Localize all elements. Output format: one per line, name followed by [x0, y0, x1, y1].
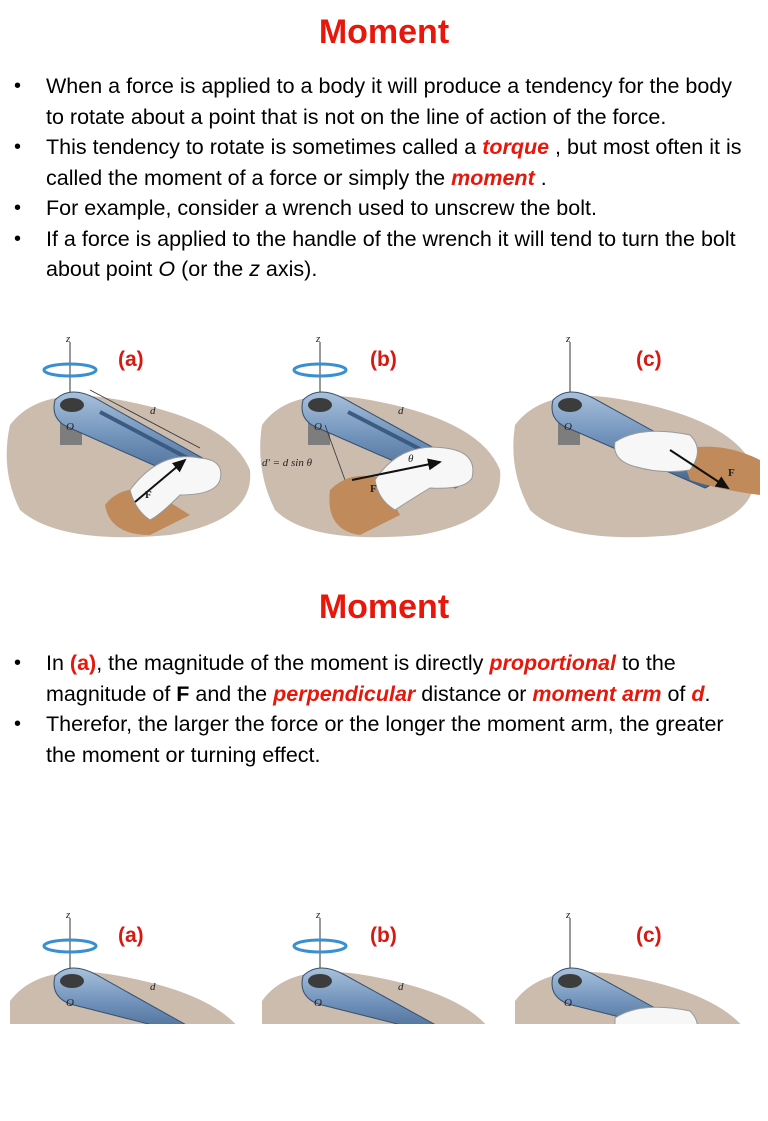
panel-label-c: (c): [636, 924, 662, 947]
bullet-text: (or the: [175, 257, 250, 281]
panel-label-a: (a): [118, 348, 144, 371]
bullet-item: If a force is applied to the handle of t…: [14, 224, 754, 285]
bullet-text: , but most often it is called the moment…: [46, 135, 742, 190]
angle-theta-label: θ: [408, 453, 414, 465]
bullet-item: When a force is applied to a body it wil…: [14, 71, 754, 132]
bullet-text: This tendency to rotate is sometimes cal…: [46, 135, 483, 159]
bullet-text: .: [534, 165, 547, 190]
term-proportional: proportional: [489, 651, 616, 675]
force-f-label: F: [728, 467, 735, 479]
bullet-item: For example, consider a wrench used to u…: [14, 193, 754, 224]
panel-c: z (c) O: [515, 909, 741, 1024]
z-label: z: [65, 333, 71, 345]
panel-label-a: (a): [118, 924, 144, 947]
panel-b: z (b) O d: [262, 909, 486, 1024]
bullet-text: In: [46, 651, 70, 675]
distance-d-label: d: [398, 405, 404, 417]
bullet-text: to the magnitude of: [46, 651, 676, 706]
wrench-figure-bottom: z (a) O d z (b) O d z (c) O: [0, 906, 768, 1121]
bullet-text: distance or: [415, 681, 533, 706]
panel-b: z (b) O d d' = d sin θ F θ: [260, 333, 501, 538]
panel-label-b: (b): [370, 924, 397, 947]
wrench-figure-top: z (a) O d F z (b) O d: [0, 330, 768, 545]
z-label: z: [315, 909, 321, 921]
z-label: z: [65, 909, 71, 921]
moment-arm-formula: d' = d sin θ: [262, 457, 313, 469]
slide-title-1: Moment: [318, 13, 450, 51]
term-moment-arm: moment arm: [532, 681, 662, 706]
bullet-text: axis).: [259, 257, 318, 281]
bullet-list-1: When a force is applied to a body it wil…: [14, 71, 754, 285]
bullet-text: When a force is applied to a body it wil…: [46, 74, 733, 129]
term-d: d: [691, 681, 705, 706]
panel-a: z (a) O d F: [6, 333, 251, 538]
bullet-text: .: [704, 681, 711, 706]
point-o: O: [158, 257, 176, 281]
term-moment: moment: [451, 165, 535, 190]
ref-a: (a): [69, 651, 97, 675]
point-o-label: O: [66, 997, 74, 1009]
term-torque: torque: [482, 135, 550, 159]
point-o-label: O: [564, 997, 572, 1009]
panel-c: z (c) O F: [513, 333, 760, 538]
z-label: z: [565, 333, 571, 345]
bullet-text: For example, consider a wrench used to u…: [46, 196, 597, 220]
slide-title-2: Moment: [318, 588, 450, 626]
bullet-text: If a force is applied to the handle of t…: [46, 226, 736, 282]
distance-d-label: d: [150, 405, 156, 417]
term-perpendicular: perpendicular: [273, 681, 416, 706]
force-f: F: [176, 681, 190, 706]
bullet-list-2: In (a), the magnitude of the moment is d…: [14, 648, 754, 770]
distance-d-label: d: [398, 981, 404, 993]
z-axis-letter: z: [249, 257, 260, 281]
bullet-text: Therefor, the larger the force or the lo…: [46, 712, 724, 767]
bullet-item: In (a), the magnitude of the moment is d…: [14, 648, 754, 709]
point-o-label: O: [564, 421, 572, 433]
bullet-text: and the: [189, 681, 274, 706]
z-label: z: [315, 333, 321, 345]
z-label: z: [565, 909, 571, 921]
bullet-item: Therefor, the larger the force or the lo…: [14, 709, 754, 770]
panel-a: z (a) O d: [10, 909, 236, 1024]
panel-label-b: (b): [370, 348, 397, 371]
bullet-text: , the magnitude of the moment is directl…: [96, 651, 490, 675]
bullet-text: of: [661, 681, 692, 706]
force-f-label: F: [145, 489, 152, 501]
force-f-label: F: [370, 483, 377, 495]
point-o-label: O: [314, 421, 322, 433]
distance-d-label: d: [150, 981, 156, 993]
point-o-label: O: [66, 421, 74, 433]
panel-label-c: (c): [636, 348, 662, 371]
bullet-item: This tendency to rotate is sometimes cal…: [14, 132, 754, 193]
point-o-label: O: [314, 997, 322, 1009]
